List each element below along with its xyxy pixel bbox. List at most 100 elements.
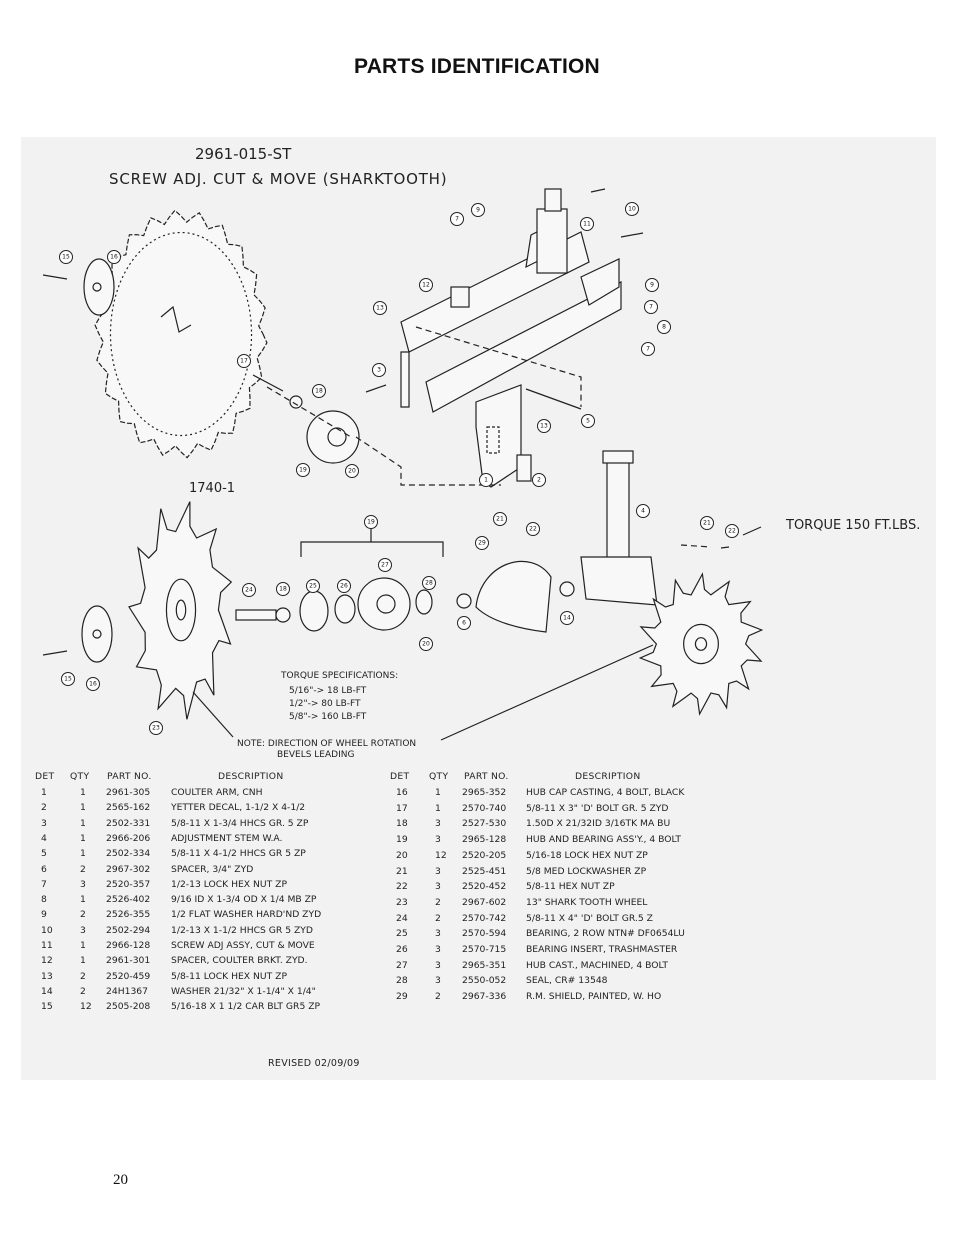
cell-part-no: 24H1367 [106, 985, 148, 997]
cell-qty: 12 [435, 849, 447, 861]
bearing-insert-26 [334, 594, 356, 624]
rotation-note-sub: BEVELS LEADING [277, 750, 354, 760]
cell-qty: 3 [435, 865, 441, 877]
cell-part-no: 2966-128 [106, 940, 151, 951]
hub-cap-upper [83, 258, 115, 316]
cell-part-no: 2570-740 [462, 802, 507, 814]
callout-bubble: 13 [373, 301, 387, 315]
disc-hub-cutout [160, 305, 192, 333]
cell-part-no: 2505-208 [106, 1001, 151, 1013]
callout-number: 8 [662, 324, 666, 331]
cell-part-no: 2520-459 [106, 970, 151, 982]
torque-spec-line: 5/8"-> 160 LB-FT [289, 712, 367, 722]
cell-det: 19 [396, 834, 408, 846]
callout-bubble: 19 [364, 515, 378, 529]
callout-bubble: 16 [86, 677, 100, 691]
adjustment-stem-top [602, 450, 634, 464]
cell-description: SPACER, 3/4" ZYD [171, 863, 254, 875]
callout-number: 7 [649, 304, 653, 311]
callout-circle [560, 611, 574, 625]
cell-qty: 3 [435, 975, 441, 987]
coulter-disc [94, 209, 268, 459]
page-number: 20 [113, 1172, 128, 1188]
callout-bubble: 24 [242, 583, 256, 597]
cell-det: 11 [41, 940, 53, 951]
callout-circle [581, 414, 595, 428]
page-title: PARTS IDENTIFICATION [354, 55, 600, 78]
cell-part-no: 2570-594 [462, 928, 507, 940]
seal-28 [415, 589, 433, 615]
callout-bubble: 18 [312, 384, 326, 398]
callout-number: 18 [315, 388, 323, 395]
cell-qty: 2 [80, 909, 86, 921]
cell-det: 15 [41, 1001, 53, 1013]
cell-description: SEAL, CR# 13548 [526, 975, 608, 987]
washer-18-lower [275, 607, 291, 623]
callout-bubble: 28 [422, 576, 436, 590]
cell-description: HUB CAP CASTING, 4 BOLT, BLACK [526, 787, 685, 798]
callout-bubble: 12 [419, 278, 433, 292]
callout-number: 14 [563, 615, 571, 622]
cell-det: 7 [41, 878, 47, 890]
callout-bubble: 20 [419, 637, 433, 651]
callout-circle [645, 278, 659, 292]
callout-number: 15 [62, 254, 70, 261]
cell-det: 5 [41, 848, 47, 860]
callout-bubble: 7 [641, 342, 655, 356]
shark-tooth-wheel-right [638, 572, 764, 716]
carriage-bolt-lower [42, 650, 68, 656]
callout-circle [475, 536, 489, 550]
callout-bubble: 15 [61, 672, 75, 686]
decal-slot [486, 426, 500, 454]
hub-casting-27 [357, 577, 411, 631]
cell-qty: 3 [435, 834, 441, 846]
cell-det: 26 [396, 944, 408, 955]
cell-part-no: 2526-355 [106, 909, 151, 921]
shark-tooth-wheel-left [128, 501, 233, 720]
cell-det: 18 [396, 818, 408, 830]
cell-det: 28 [396, 975, 408, 987]
callout-circle [59, 250, 73, 264]
cell-description: 5/8-11 X 3" 'D' BOLT GR. 5 ZYD [526, 802, 669, 814]
cell-qty: 3 [435, 928, 441, 940]
shark-tooth-wheel-right-hub-ring [683, 623, 719, 665]
washer-14 [559, 581, 575, 597]
callout-circle [657, 320, 671, 334]
callout-bubble: 20 [345, 464, 359, 478]
cell-det: 14 [41, 985, 53, 997]
callout-circle [580, 217, 594, 231]
cell-det: 22 [396, 881, 408, 893]
cell-part-no: 2525-451 [462, 865, 507, 877]
cell-description: BEARING, 2 ROW NTN# DF0654LU [526, 928, 685, 940]
callout-bubble: 22 [725, 524, 739, 538]
callout-bubble: 22 [526, 522, 540, 536]
cell-qty: 2 [80, 970, 86, 982]
callout-number: 18 [279, 586, 287, 593]
callout-circle [471, 203, 485, 217]
cell-qty: 2 [435, 896, 441, 908]
carriage-bolt-upper [42, 274, 68, 280]
cell-part-no: 2502-334 [106, 848, 151, 860]
callout-bubble: 9 [471, 203, 485, 217]
cell-qty: 2 [80, 985, 86, 997]
torque-specs-heading: TORQUE SPECIFICATIONS: [280, 671, 398, 681]
drawing-title: 2961-015-ST [195, 145, 292, 163]
cell-det: 20 [396, 849, 408, 861]
drawing-subtitle: SCREW ADJ. CUT & MOVE (SHARKTOOTH) [109, 170, 447, 188]
cell-part-no: 2520-452 [462, 881, 507, 893]
bolts-upper-right [590, 188, 644, 238]
callout-circle [479, 473, 493, 487]
cell-part-no: 2520-205 [462, 849, 507, 861]
assembly-label: 1740-1 [189, 481, 235, 496]
callout-number: 16 [89, 681, 97, 688]
cell-qty: 1 [80, 894, 86, 906]
callout-number: 19 [367, 519, 375, 526]
callout-bubble: 23 [149, 721, 163, 735]
cell-part-no: 2961-305 [106, 787, 151, 798]
callout-bubble: 5 [581, 414, 595, 428]
cell-part-no: 2570-715 [462, 944, 507, 955]
bolt-5 [525, 388, 582, 410]
header-desc: DESCRIPTION [218, 771, 284, 782]
callout-circle [86, 677, 100, 691]
